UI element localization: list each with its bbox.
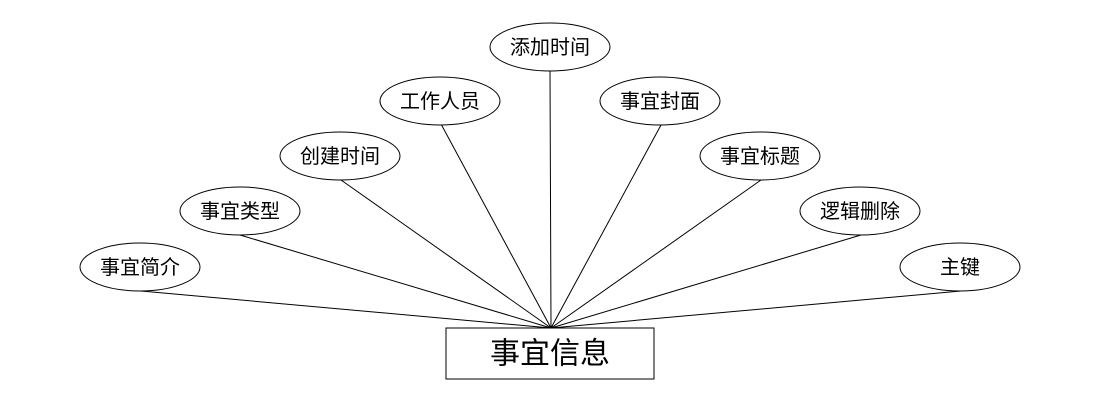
attribute-label: 逻辑删除 xyxy=(820,199,900,223)
attribute-label: 创建时间 xyxy=(300,144,380,168)
attribute-cover: 事宜封面 xyxy=(599,76,721,126)
attribute-ellipse xyxy=(799,186,921,236)
attribute-ellipse xyxy=(379,76,501,126)
attribute-ellipse xyxy=(279,131,401,181)
connector-primary-key xyxy=(550,290,962,329)
attribute-label: 事宜简介 xyxy=(100,255,180,279)
connector-intro xyxy=(140,290,552,329)
attribute-staff: 工作人员 xyxy=(379,76,501,126)
attribute-title: 事宜标题 xyxy=(699,131,821,181)
attribute-label: 事宜类型 xyxy=(200,199,280,223)
connector-created-time xyxy=(340,179,552,329)
entity-rect xyxy=(445,327,655,380)
attribute-added-time: 添加时间 xyxy=(489,22,611,72)
connector-cover xyxy=(550,124,662,329)
entity-label: 事宜信息 xyxy=(490,337,610,372)
attribute-ellipse xyxy=(599,76,721,126)
attribute-logical-delete: 逻辑删除 xyxy=(799,186,921,236)
attribute-ellipse xyxy=(179,186,301,236)
attribute-label: 事宜标题 xyxy=(720,144,800,168)
attribute-ellipse xyxy=(489,22,611,72)
attribute-label: 事宜封面 xyxy=(620,89,700,113)
attribute-label: 主键 xyxy=(940,255,980,279)
connector-staff xyxy=(440,123,552,329)
attribute-ellipse xyxy=(899,242,1021,292)
attribute-label: 工作人员 xyxy=(400,89,480,113)
attribute-intro: 事宜简介 xyxy=(79,242,201,292)
attribute-ellipse xyxy=(699,131,821,181)
attribute-primary-key: 主键 xyxy=(899,242,1021,292)
attribute-label: 添加时间 xyxy=(510,35,590,59)
connector-title xyxy=(550,179,762,329)
attribute-type: 事宜类型 xyxy=(179,186,301,236)
connector-logical-delete xyxy=(550,234,862,329)
connector-added-time xyxy=(549,69,552,329)
attribute-ellipse xyxy=(79,242,201,292)
connector-lines xyxy=(140,69,962,329)
attribute-created-time: 创建时间 xyxy=(279,131,401,181)
connector-type xyxy=(239,234,552,329)
entity-box: 事宜信息 xyxy=(445,327,655,380)
